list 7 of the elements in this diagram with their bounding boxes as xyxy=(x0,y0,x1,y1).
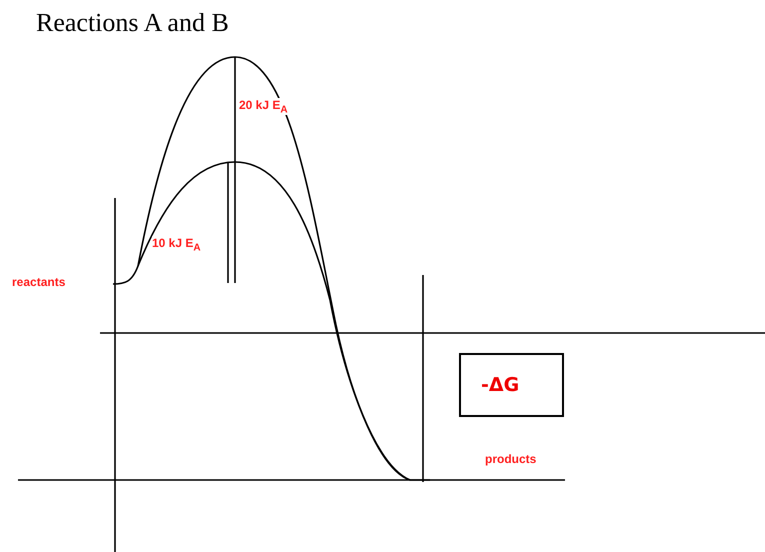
title: Reactions A and B xyxy=(36,8,229,38)
products-label: products xyxy=(485,452,536,466)
reactants-label: reactants xyxy=(12,275,66,289)
activation-energy-label: 10 kJ E$_{A}$ xyxy=(152,236,201,254)
delta-g-box xyxy=(459,353,564,417)
activation-energy-label: 20 kJ E$_{A}$ xyxy=(239,98,288,116)
delta-g-text: -ΔG xyxy=(481,374,520,396)
